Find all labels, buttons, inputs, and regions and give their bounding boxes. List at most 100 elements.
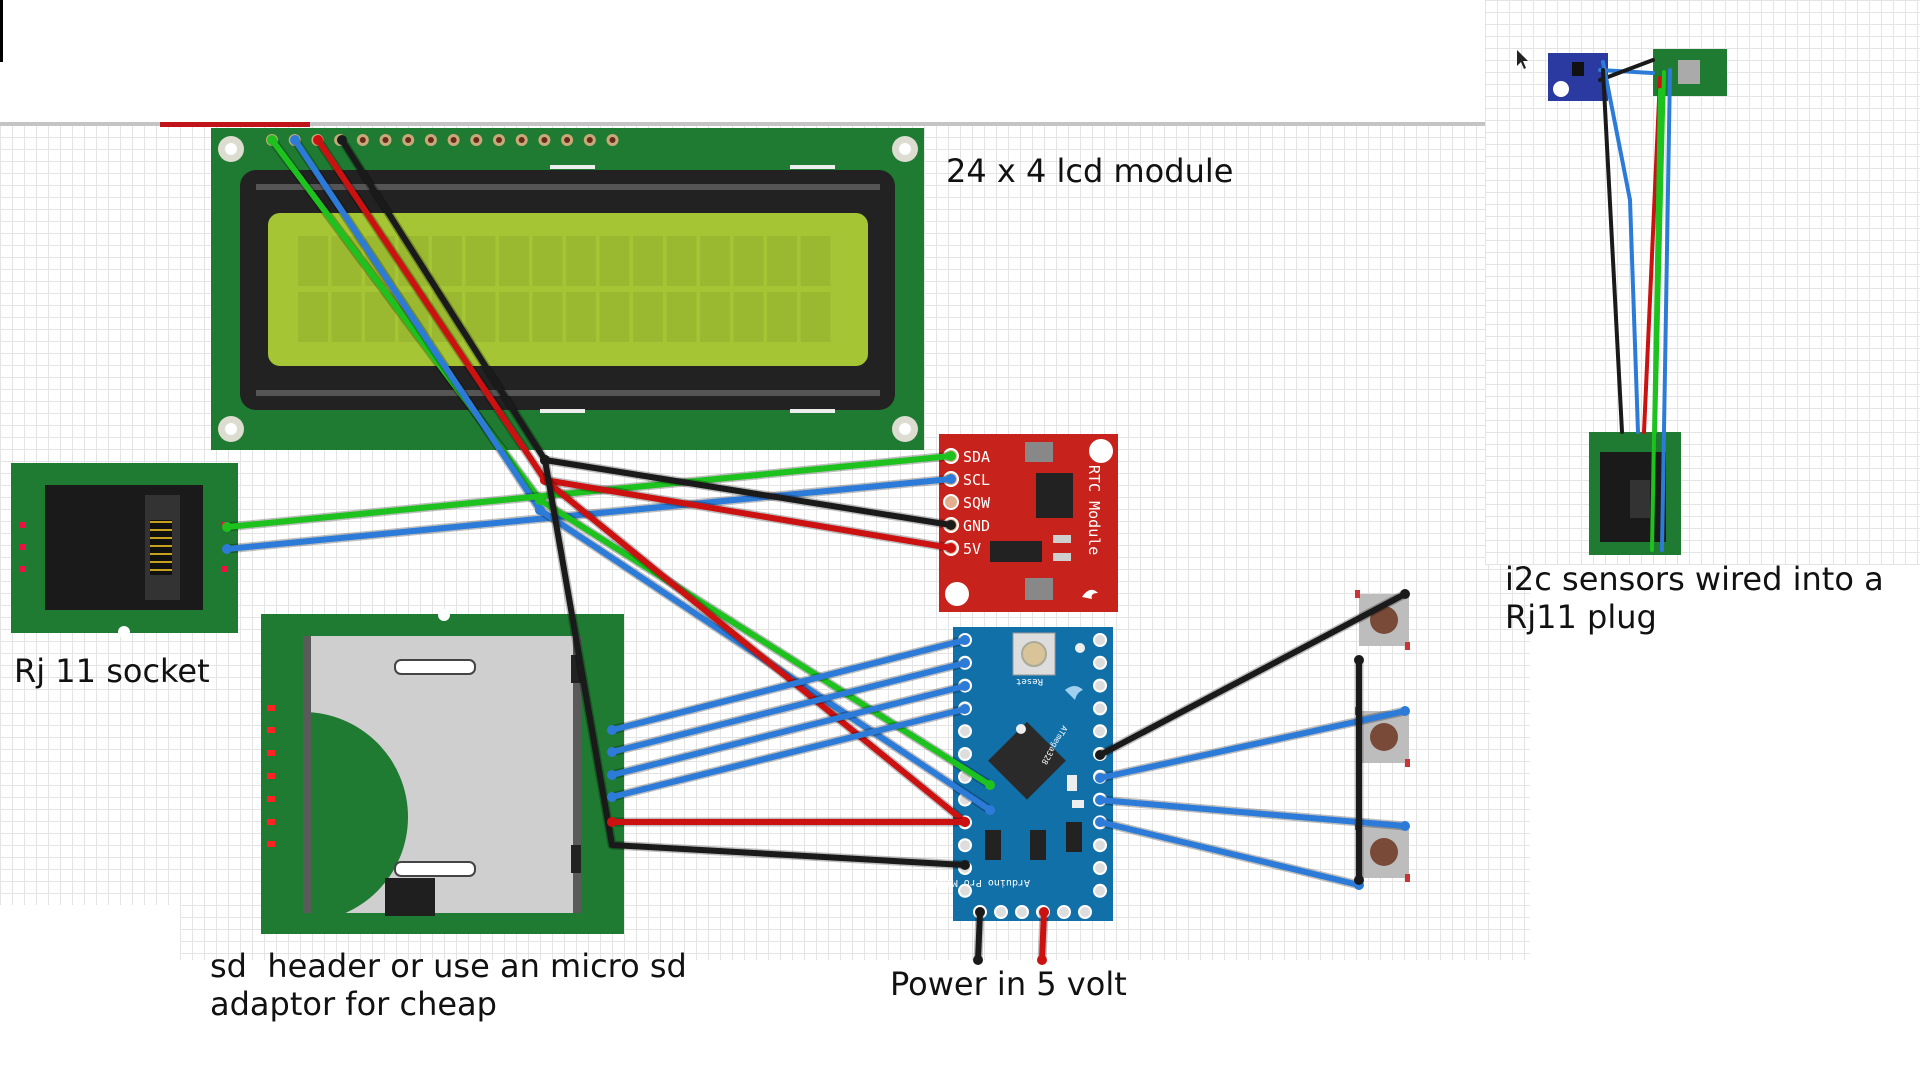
lcd-label: 24 x 4 lcd module <box>946 152 1234 190</box>
lcd-cell <box>298 236 328 286</box>
lcd-cell <box>499 292 529 342</box>
i2c-label-line1: i2c sensors wired into a <box>1505 560 1884 598</box>
wire-green <box>224 453 954 530</box>
wire-blue <box>609 706 968 800</box>
lcd-cell <box>767 236 797 286</box>
wire-black <box>1097 591 1408 758</box>
lcd-cell <box>499 236 529 286</box>
wire-blue <box>1097 797 1408 829</box>
rtc-pin-label: SQW <box>963 494 991 512</box>
lcd-cell <box>298 292 328 342</box>
wire-red <box>542 477 954 551</box>
lcd-cell <box>700 236 730 286</box>
rj11-socket-label: Rj 11 socket <box>14 652 210 690</box>
lcd-cell <box>633 236 663 286</box>
arduino-pro-mini: Reset ATmega328 Arduino Pro Mini <box>934 627 1113 921</box>
lcd-cell <box>733 236 764 286</box>
white-patch-bottom-left <box>0 905 180 975</box>
i2c-label-line2: Rj11 plug <box>1505 598 1657 636</box>
wire-black <box>542 457 968 868</box>
arduino-pin <box>1078 905 1092 919</box>
rtc-pin-label: SDA <box>963 448 990 466</box>
arduino-pin <box>1093 655 1107 670</box>
lcd-module <box>211 128 924 450</box>
lcd-cell <box>465 236 496 286</box>
arduino-pin <box>994 905 1008 919</box>
arduino-pin <box>1015 905 1029 919</box>
wire-green <box>537 497 993 788</box>
arduino-pin <box>958 747 972 761</box>
lcd-cell <box>599 236 630 286</box>
push-buttons <box>1355 590 1410 882</box>
i2c-wire <box>1598 58 1655 82</box>
lcd-character-grid <box>298 236 831 342</box>
arduino-pin <box>1093 883 1107 898</box>
rtc-pin-label: GND <box>963 517 990 535</box>
wires <box>222 135 1410 965</box>
lcd-cell <box>666 292 697 342</box>
wire-blue <box>609 637 968 733</box>
lcd-cell <box>465 292 496 342</box>
lcd-cell <box>733 292 764 342</box>
wire-blue <box>1097 708 1408 781</box>
lcd-cell <box>666 236 697 286</box>
i2c-wires <box>1598 58 1672 552</box>
arduino-pin <box>958 838 972 853</box>
arduino-pin <box>1093 701 1107 716</box>
white-bar-top <box>0 0 1485 123</box>
rtc-title: RTC Module <box>1085 465 1103 555</box>
wire-red <box>542 477 968 825</box>
rtc-pin-label: SCL <box>963 471 990 489</box>
lcd-cell <box>532 236 563 286</box>
lcd-cell <box>700 292 730 342</box>
rj11-socket <box>11 463 238 638</box>
arduino-pin <box>1093 633 1107 647</box>
rtc-pin <box>943 494 959 510</box>
lcd-cell <box>566 292 596 342</box>
i2c-wire <box>1650 88 1662 552</box>
arduino-pin <box>1093 861 1107 875</box>
arduino-pin <box>1093 678 1107 693</box>
wire-black <box>339 137 548 463</box>
board-name: Arduino Pro Mini <box>934 877 1030 888</box>
wire-red <box>1039 909 1047 963</box>
wire-blue <box>609 660 968 755</box>
arduino-pin <box>958 883 972 898</box>
tactile-button <box>1355 822 1410 882</box>
mouse-cursor-icon <box>1517 50 1528 69</box>
arduino-pin <box>1093 724 1107 739</box>
reset-label: Reset <box>1016 676 1043 686</box>
arduino-pin <box>958 724 972 739</box>
lcd-cell <box>599 292 630 342</box>
i2c-sensor-assembly <box>1548 49 1727 555</box>
lcd-cell <box>331 292 362 342</box>
wire-red <box>315 137 548 483</box>
lcd-cell <box>566 236 596 286</box>
i2c-wire <box>1601 68 1624 434</box>
lcd-cell <box>633 292 663 342</box>
wire-blue <box>609 683 968 778</box>
atmega-chip <box>988 721 1066 800</box>
arduino-pin <box>1093 838 1107 853</box>
rtc-chip <box>1036 473 1073 518</box>
sd-label-line2: adaptor for cheap <box>210 985 497 1023</box>
power-label: Power in 5 volt <box>890 965 1127 1003</box>
rtc-module: RTC Module <box>939 434 1118 612</box>
lcd-cell <box>767 292 797 342</box>
wire-blue <box>1097 819 1362 888</box>
tactile-button <box>1355 590 1410 650</box>
lcd-cell <box>800 292 831 342</box>
wire-black <box>975 909 983 963</box>
lcd-cell <box>532 292 563 342</box>
sd-label-line1: sd header or use an micro sd <box>210 947 687 985</box>
red-marker <box>160 122 310 127</box>
wire-black <box>542 457 954 528</box>
i2c-wire <box>1601 60 1640 434</box>
lcd-cell <box>432 236 462 286</box>
i2c-wire <box>1660 68 1672 552</box>
rtc-pin-label: 5V <box>963 540 981 558</box>
wire-blue <box>292 137 543 513</box>
arduino-pin <box>1057 905 1071 919</box>
